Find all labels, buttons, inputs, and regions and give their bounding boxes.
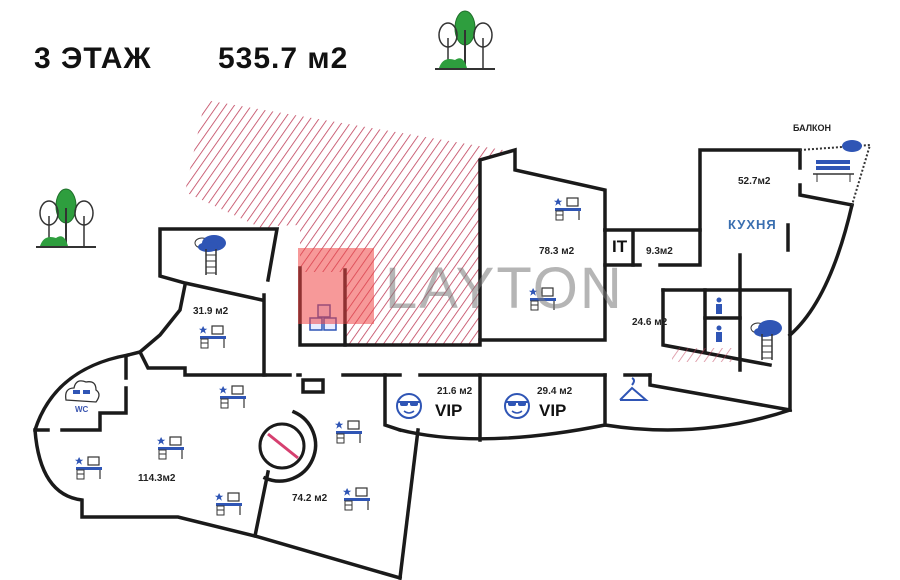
desk-icon [553,197,582,221]
cloud-ladder-icon [194,234,227,276]
floor-title: 3 ЭТАЖ [34,42,152,75]
desk-icon [198,325,227,349]
kitchen-area: 52.7м2 [738,176,771,187]
kitchen-label: КУХНЯ [728,217,777,232]
toilet-person-icon [716,297,722,342]
watermark-logo [298,248,374,324]
hatched-zone [185,100,515,345]
it-label: IT [612,237,628,256]
hanger-icon [619,377,649,401]
desk-icon [74,456,103,480]
office-114-area: 114.3м2 [138,473,176,484]
watermark-text: LAYTON [385,256,624,321]
total-area: 535.7 м2 [218,42,349,75]
desk-icon [214,492,243,516]
desk-icon [218,385,247,409]
tree-icon [434,10,496,70]
desk-icon [156,436,185,460]
bench-icon [813,140,862,182]
balcony-label: БАЛКОН [793,123,832,133]
vip-sunglasses-icon [396,393,422,419]
vip2-area: 29.4 м2 [537,386,573,397]
desk-icon [334,420,363,444]
desk-icon [342,487,371,511]
wc-label: WC [75,405,89,414]
vip1-area: 21.6 м2 [437,386,473,397]
tree-icon [35,188,97,248]
it-area: 9.3м2 [646,246,673,257]
cloud-ladder-icon [750,319,783,361]
hall-24-area: 24.6 м2 [632,317,668,328]
vip1-label: VIP [435,401,463,420]
office-78-area: 78.3 м2 [539,246,575,257]
wc-icon [65,380,100,403]
office-74-area: 74.2 м2 [292,493,328,504]
vip2-label: VIP [539,401,567,420]
vip-sunglasses-icon [504,393,530,419]
office-31-area: 31.9 м2 [193,306,229,317]
